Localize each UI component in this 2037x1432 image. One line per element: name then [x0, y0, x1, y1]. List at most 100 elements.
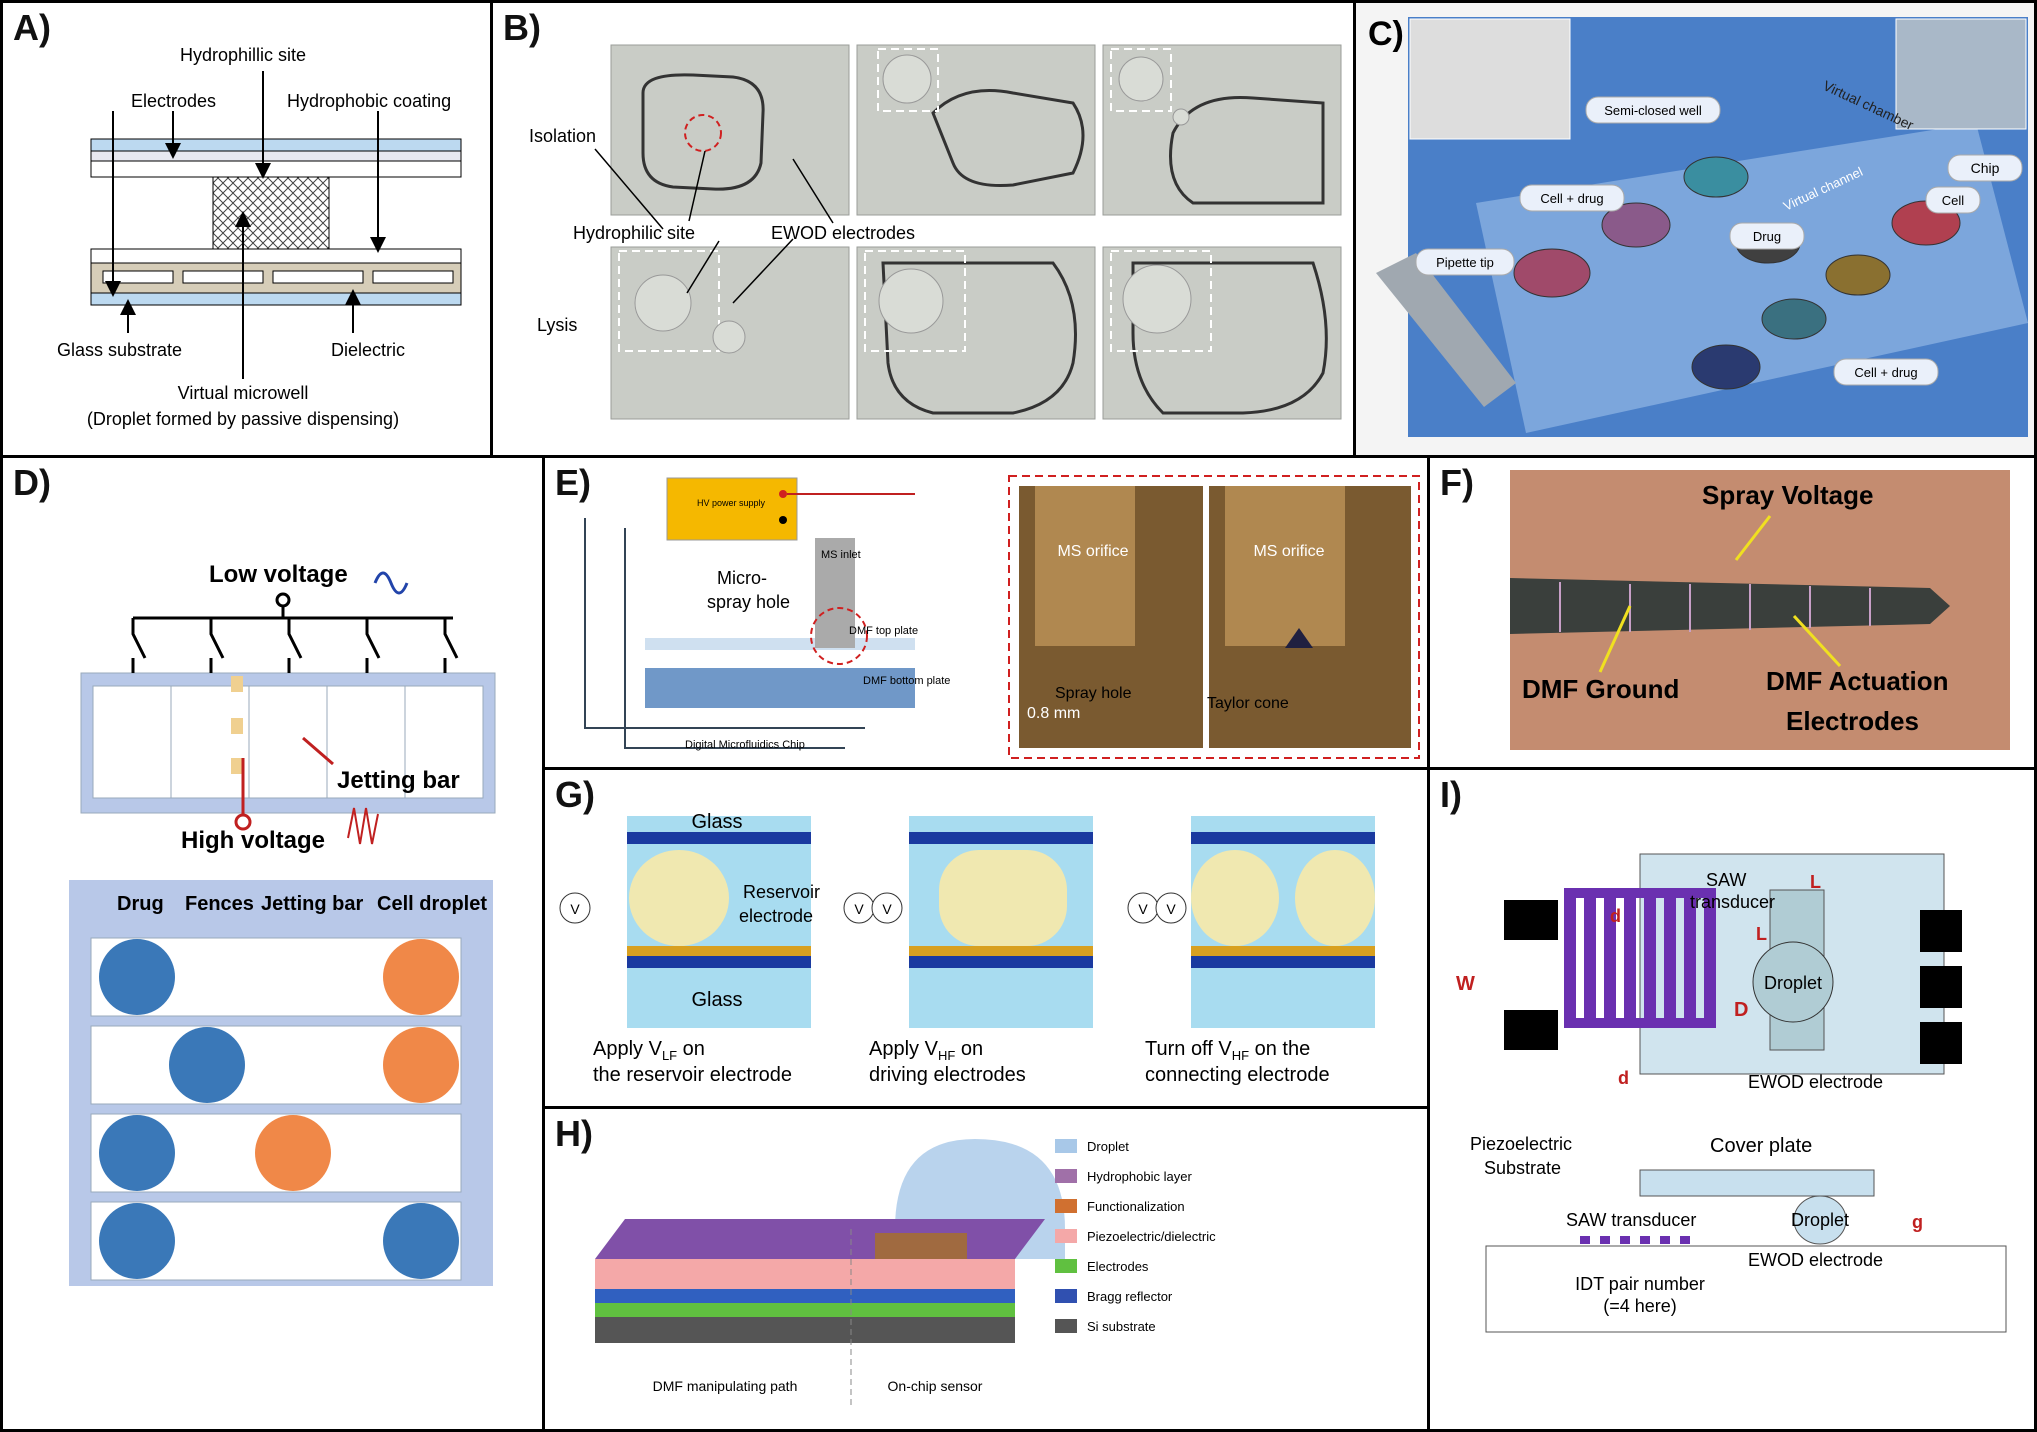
caption-1-line-1: Apply VLF on: [593, 1038, 705, 1063]
label-glass-bottom: Glass: [691, 989, 742, 1011]
label-vhf-3: V: [1138, 901, 1148, 917]
hydrophobic-layer: [595, 1219, 1045, 1259]
panel-d-diagram: Low voltage Jetting bar High voltage Dru…: [69, 561, 496, 1286]
panel-d-label: D): [13, 462, 51, 503]
label-hydrophilic-site-b: Hydrophilic site: [573, 223, 695, 243]
semi-closed-well-inset: [1409, 18, 1571, 140]
panel-g-diagram: Glass Glass Reservoir electrode V V V V …: [559, 811, 1375, 1086]
fence-squares: [231, 676, 243, 774]
electrode-layer: [595, 1303, 1015, 1317]
legend-swatch: [1055, 1169, 1077, 1183]
label-ewod-electrodes: EWOD electrodes: [771, 223, 915, 243]
label-jetting-bar-2: Jetting bar: [261, 893, 363, 915]
panel-c-illustration: C) Semi-closed well Virtual chamber Chip…: [1368, 15, 2028, 437]
panel-f-label: F): [1440, 462, 1474, 503]
label-spray-hole: spray hole: [707, 592, 790, 612]
legend-swatch: [1055, 1259, 1077, 1273]
panel-g: G) Glass Glass Reservoir electrode: [542, 767, 1430, 1109]
label-cover-plate: Cover plate: [1710, 1135, 1812, 1157]
panel-e: E) HV power supply Micro- spray hole MS …: [542, 455, 1430, 770]
label-ms-inlet: MS inlet: [821, 549, 861, 561]
label-digital-microfluidics-chip: Digital Microfluidics Chip: [685, 739, 805, 751]
panel-b-label: B): [503, 7, 541, 48]
sine-wave-icon: [373, 571, 409, 595]
legend-swatch: [1055, 1199, 1077, 1213]
virtual-microwell-droplet: [212, 176, 330, 250]
label-droplet-top: Droplet: [1764, 973, 1822, 993]
label-transducer: transducer: [1690, 892, 1775, 912]
panel-b-pointers: [594, 148, 834, 304]
pulse-wave-icon: [347, 807, 379, 845]
piezoelectric-layer: [595, 1259, 1015, 1289]
dmf-top-plate: [645, 638, 915, 650]
legend-label: Piezoelectric/dielectric: [1087, 1229, 1216, 1244]
panel-i-label: I): [1440, 774, 1462, 815]
label-on-chip-sensor: On-chip sensor: [888, 1378, 983, 1394]
caption-3-line-1: Turn off VHF on the: [1145, 1038, 1310, 1063]
label-dmf-top-plate: DMF top plate: [849, 625, 918, 637]
label-cell-drug-1: Cell + drug: [1540, 191, 1603, 206]
ms-orifice-right: [1225, 486, 1345, 646]
bottom-hydrophobic-layer: [90, 248, 462, 264]
label-vlf-3: V: [1166, 901, 1176, 917]
label-dmf-actuation: DMF Actuation: [1766, 666, 1948, 696]
panel-c-label: C): [1368, 15, 1404, 53]
label-dielectric: Dielectric: [331, 340, 405, 360]
panel-f-arrows: [1598, 515, 1842, 673]
label-L-top: L: [1810, 872, 1821, 892]
label-drug: Drug: [117, 893, 164, 915]
chip-photo-inset: [1895, 18, 2027, 130]
label-idt-pair: IDT pair number: [1575, 1274, 1705, 1294]
panel-i-diagram: d SAW transducer L L W Droplet D d EWOD …: [1456, 853, 2007, 1333]
piezo-substrate-side: [1485, 1245, 2007, 1333]
legend-label: Hydrophobic layer: [1087, 1169, 1192, 1184]
legend-label: Functionalization: [1087, 1199, 1185, 1214]
panel-e-label: E): [555, 462, 591, 503]
panel-f-photo: Spray Voltage DMF Ground DMF Actuation E…: [1510, 470, 2010, 750]
legend-label: Droplet: [1087, 1139, 1129, 1154]
label-idt-count: (=4 here): [1603, 1296, 1677, 1316]
caption-3-line-2: connecting electrode: [1145, 1064, 1330, 1086]
label-fences: Fences: [185, 893, 254, 915]
functionalization-block: [875, 1233, 967, 1259]
label-pipette-tip: Pipette tip: [1436, 255, 1494, 270]
label-g: g: [1912, 1212, 1923, 1232]
label-electrodes: Electrodes: [131, 91, 216, 111]
droplet-top: [1752, 941, 1834, 1023]
label-cell: Cell: [1942, 193, 1965, 208]
panel-b: B) Isolation Ly: [490, 0, 1356, 458]
g-stage-2: [909, 816, 1093, 1028]
hv-power-supply: [666, 477, 798, 541]
caption-1-line-2: the reservoir electrode: [593, 1064, 792, 1086]
glass-substrate-layer: [90, 292, 462, 306]
legend-swatch: [1055, 1139, 1077, 1153]
voltage-sources: [559, 892, 1187, 924]
legend-label: Electrodes: [1087, 1259, 1149, 1274]
label-D: D: [1734, 999, 1748, 1021]
label-high-voltage: High voltage: [181, 827, 325, 854]
legend-label: Bragg reflector: [1087, 1289, 1173, 1304]
panel-h-diagram: DMF manipulating path On-chip sensor Dro…: [595, 1139, 1216, 1409]
ms-orifice-left: [1035, 486, 1135, 646]
hydrophilic-site-circle: [684, 114, 722, 152]
panel-c: C) Semi-closed well Virtual chamber Chip…: [1353, 0, 2037, 458]
ms-inlet-tube: [815, 538, 855, 648]
label-spray-hole-photo: Spray hole: [1055, 685, 1132, 702]
needle-shape: [1510, 578, 1950, 634]
label-virtual-microwell: Virtual microwell: [178, 383, 309, 403]
saw-idt-fingers: [1564, 888, 1716, 1028]
label-taylor-cone: Taylor cone: [1207, 695, 1289, 712]
top-electrode-layer: [90, 150, 462, 162]
zoom-box: [1008, 475, 1420, 759]
label-hydrophilic-site: Hydrophillic site: [180, 45, 306, 65]
label-cell-droplet: Cell droplet: [377, 893, 487, 915]
label-scale: 0.8 mm: [1027, 705, 1080, 722]
cover-plate-side: [1639, 1169, 1875, 1197]
label-cell-drug-2: Cell + drug: [1854, 365, 1917, 380]
label-dmf-path: DMF manipulating path: [653, 1378, 798, 1394]
label-ewod-electrode-side: EWOD electrode: [1748, 1250, 1883, 1270]
label-saw-transducer-side: SAW transducer: [1566, 1210, 1696, 1230]
label-vhf-2: V: [854, 901, 864, 917]
droplets: [634, 54, 1192, 354]
